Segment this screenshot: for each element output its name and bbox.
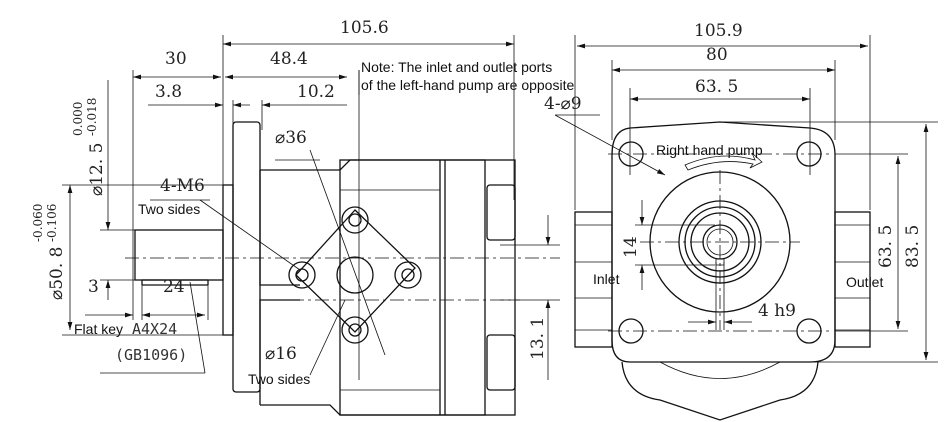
- note-line-2: of the left-hand pump are opposite: [361, 77, 574, 93]
- outlet-boss: [834, 211, 871, 348]
- mounting-flange: [232, 121, 261, 393]
- side-view: [62, 35, 560, 416]
- port-dia-36: ⌀36: [275, 128, 307, 148]
- shaft-tol-lower: -0.106: [45, 204, 59, 242]
- dim-shaft-length: 30: [165, 49, 187, 69]
- port-opening: [336, 256, 374, 294]
- dim-bolt-spacing-h: 63. 5: [695, 77, 738, 97]
- dim-overall-width: 105.9: [694, 21, 743, 41]
- dim-bolt-spacing-v: 63. 5: [876, 225, 896, 268]
- dim-overall-length: 105.6: [340, 18, 389, 38]
- dim-shaft-diameter: ⌀50. 8: [47, 247, 67, 301]
- flat-key-label: Flat key: [74, 321, 123, 337]
- dim-key-width: 4 h9: [758, 301, 796, 321]
- port-dia-16: ⌀16: [265, 344, 297, 364]
- front-view: [554, 35, 938, 421]
- thread-label: 4-M6: [160, 176, 205, 196]
- pump-body: [339, 159, 516, 416]
- inlet-boss: [574, 211, 613, 348]
- dim-48-4: 48.4: [270, 49, 308, 69]
- shaft: [134, 229, 224, 281]
- bolt-holes-label: 4-⌀9: [544, 94, 582, 114]
- pilot-tol-lower: -0.018: [85, 98, 99, 136]
- dim-overall-height: 83. 5: [903, 225, 923, 268]
- dim-3-8: 3.8: [155, 82, 182, 102]
- dim-flange-width: 80: [706, 45, 728, 65]
- flat-key-spec: A4X24: [132, 320, 177, 338]
- two-sides-label-2: Two sides: [248, 371, 310, 387]
- dim-13-1: 13. 1: [528, 317, 548, 360]
- pilot-tol-upper: 0.000: [71, 102, 85, 136]
- note-line-1: Note: The inlet and outlet ports: [361, 59, 552, 75]
- dim-24: 24: [163, 277, 185, 297]
- shaft-tol-upper: -0.060: [31, 204, 45, 242]
- dim-3: 3: [88, 277, 99, 297]
- inlet-label: Inlet: [593, 271, 620, 287]
- rotation-label: Right hand pump: [656, 142, 763, 158]
- port-flange: [295, 209, 416, 333]
- dim-pilot-diameter: ⌀12. 5: [87, 143, 107, 197]
- dim-key-height: 14: [621, 236, 641, 258]
- two-sides-label-1: Two sides: [138, 201, 200, 217]
- dim-10-2: 10.2: [297, 82, 335, 102]
- rotation-arrow-icon: [684, 152, 763, 171]
- outlet-label: Outlet: [846, 274, 883, 290]
- flat-key-standard: (GB1096): [115, 346, 187, 364]
